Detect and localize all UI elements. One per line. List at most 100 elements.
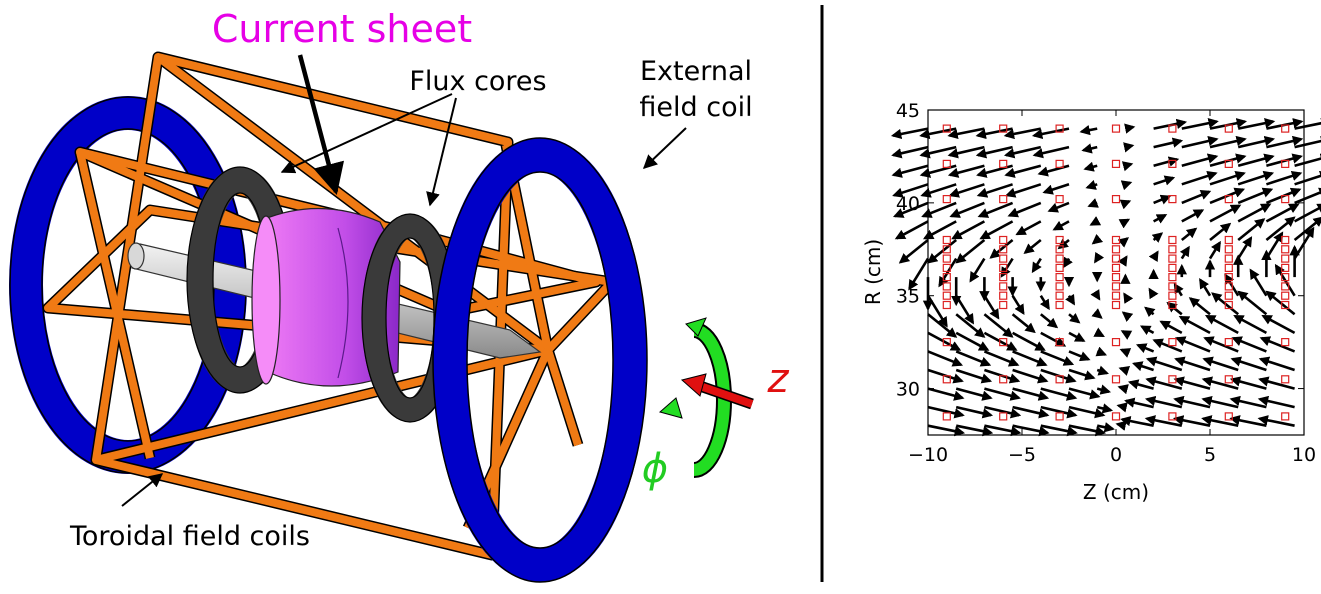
probe-marker (1168, 375, 1177, 384)
toroidal-field-coils-label: Toroidal field coils (69, 521, 310, 552)
field-vector (1083, 161, 1098, 172)
probe-marker (1168, 254, 1177, 263)
field-vector (1208, 240, 1221, 260)
field-vector (1201, 376, 1239, 390)
field-vector (1294, 170, 1321, 186)
field-vector (1121, 161, 1134, 172)
probe-marker (1224, 254, 1233, 263)
field-vector (983, 350, 1020, 367)
external-coil-right-edge (432, 137, 648, 583)
field-vector (1118, 218, 1131, 229)
field-vector (927, 387, 965, 401)
field-vector (1209, 170, 1246, 186)
field-vector (1266, 153, 1303, 167)
field-vector (955, 405, 994, 419)
probe-marker (942, 263, 951, 272)
external-coil-right-inner-edge (466, 171, 614, 549)
field-vector (1153, 137, 1184, 149)
probe-marker (999, 300, 1008, 310)
field-vector (1068, 312, 1081, 324)
probe-marker (999, 282, 1008, 291)
field-vector (1120, 330, 1133, 340)
probe-marker (1281, 235, 1290, 245)
field-vector (1094, 251, 1105, 264)
field-vector (1258, 376, 1295, 390)
x-tick-label: 10 (1292, 444, 1316, 466)
probe-marker (999, 254, 1008, 263)
field-vector (1040, 387, 1078, 401)
field-vector (1011, 331, 1046, 351)
probe-marker (1168, 412, 1177, 421)
probe-marker (1055, 300, 1064, 310)
probe-marker (1111, 412, 1121, 421)
field-vector (1145, 356, 1183, 372)
flux-cores-label: Flux cores (409, 66, 546, 97)
field-vector (1023, 238, 1042, 255)
probe-marker (942, 375, 951, 384)
probe-marker (1055, 245, 1064, 254)
field-vector (977, 201, 1014, 218)
probe-marker (1111, 291, 1121, 300)
field-vector (951, 220, 986, 240)
probe-marker (1168, 263, 1177, 272)
probe-marker (999, 291, 1008, 300)
external-coil-right (433, 138, 647, 582)
field-vector (1089, 216, 1102, 226)
field-vector (927, 405, 965, 419)
probe-marker (1055, 124, 1064, 133)
field-vector (1151, 232, 1164, 243)
probe-marker (1111, 263, 1121, 272)
field-vector (1180, 227, 1198, 242)
field-vector (1068, 405, 1106, 419)
field-vector (1237, 135, 1276, 149)
field-vector (1047, 201, 1070, 213)
field-vector (892, 183, 929, 198)
probe-marker (1111, 254, 1121, 263)
field-vector (948, 183, 985, 198)
probe-marker (942, 254, 951, 263)
field-vector (922, 220, 957, 240)
field-vector (1294, 118, 1321, 130)
probe-marker (1224, 338, 1233, 347)
x-axis-label: Z (cm) (1083, 480, 1149, 504)
probe-marker (942, 291, 951, 300)
field-vector (1265, 290, 1296, 316)
field-vector (1174, 356, 1211, 372)
y-tick-label: 40 (896, 193, 920, 215)
flux-cores-arrow-right (426, 97, 457, 207)
probe-marker (1224, 282, 1233, 291)
probe-marker (1281, 300, 1290, 310)
probe-marker (1111, 235, 1121, 245)
field-vector (955, 368, 993, 384)
probe-marker (1224, 375, 1233, 384)
field-vector (1039, 313, 1059, 329)
field-vector (1011, 295, 1025, 315)
probe-marker (1281, 263, 1290, 272)
field-vector (1095, 346, 1108, 357)
field-vector (1052, 220, 1070, 231)
field-vector (1037, 164, 1070, 177)
field-vector (1153, 175, 1176, 186)
field-vector (955, 313, 986, 338)
probe-marker (942, 195, 951, 204)
field-vector (1118, 366, 1131, 376)
probe-marker (942, 235, 951, 245)
probe-marker (1055, 291, 1064, 300)
field-vector (979, 220, 1014, 240)
probe-marker (1168, 338, 1177, 347)
annotation-arrows (121, 54, 687, 507)
field-vector (926, 238, 958, 264)
field-vector (1120, 180, 1133, 191)
probe-marker (1168, 235, 1177, 245)
field-vector (1004, 164, 1042, 178)
field-vector (920, 183, 957, 198)
probe-marker (942, 245, 951, 254)
field-vector (1181, 118, 1219, 130)
probe-marker (1224, 195, 1233, 204)
field-vector (1265, 231, 1284, 260)
field-vector (1135, 343, 1155, 354)
probe-marker (1281, 338, 1290, 347)
